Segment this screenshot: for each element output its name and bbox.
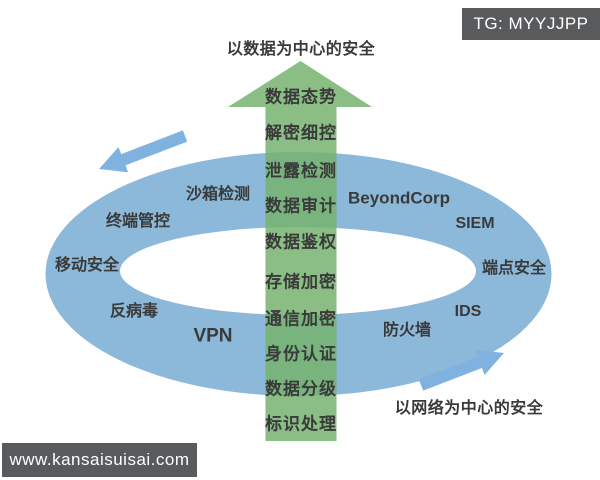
ring-label-sandbox-detection: 沙箱检测 [185,186,251,203]
ring-label-mobile-security: 移动安全 [54,257,120,274]
axis-label-data-posture: 数据态势 [265,87,337,107]
axis-label-label-processing: 标识处理 [265,414,337,434]
ring-label-antivirus: 反病毒 [109,303,159,320]
ring-label-siem: SIEM [455,215,495,232]
data-centric-title: 以数据为中心的安全 [226,41,376,58]
ring-label-firewall: 防火墙 [382,322,432,339]
ring-label-vpn: VPN [193,325,233,347]
network-centric-title: 以网络为中心的安全 [394,400,544,417]
axis-label-storage-encryption: 存储加密 [265,272,337,292]
axis-label-leak-detection: 泄露检测 [265,161,337,181]
ring-label-endpoint-management: 终端管控 [105,213,171,230]
axis-label-identity-authentication: 身份认证 [265,344,337,364]
northeast-flow-arrow-icon [418,349,504,391]
watermark-website-badge: www.kansaisuisai.com [2,443,197,477]
ring-label-ids: IDS [454,303,482,320]
watermark-telegram-badge: TG: MYYJJPP [462,8,600,40]
axis-label-decryption-control: 解密细控 [265,123,337,143]
ring-label-endpoint-security: 端点安全 [481,260,547,277]
up-arrow-icon [228,61,372,441]
axis-label-data-classification: 数据分级 [265,379,337,399]
axis-label-comm-encryption: 通信加密 [265,309,337,329]
axis-label-data-authorization: 数据鉴权 [265,232,337,252]
ring-label-beyondcorp: BeyondCorp [348,188,450,208]
axis-label-data-audit: 数据审计 [265,196,337,216]
southwest-flow-arrow-icon [99,130,188,173]
